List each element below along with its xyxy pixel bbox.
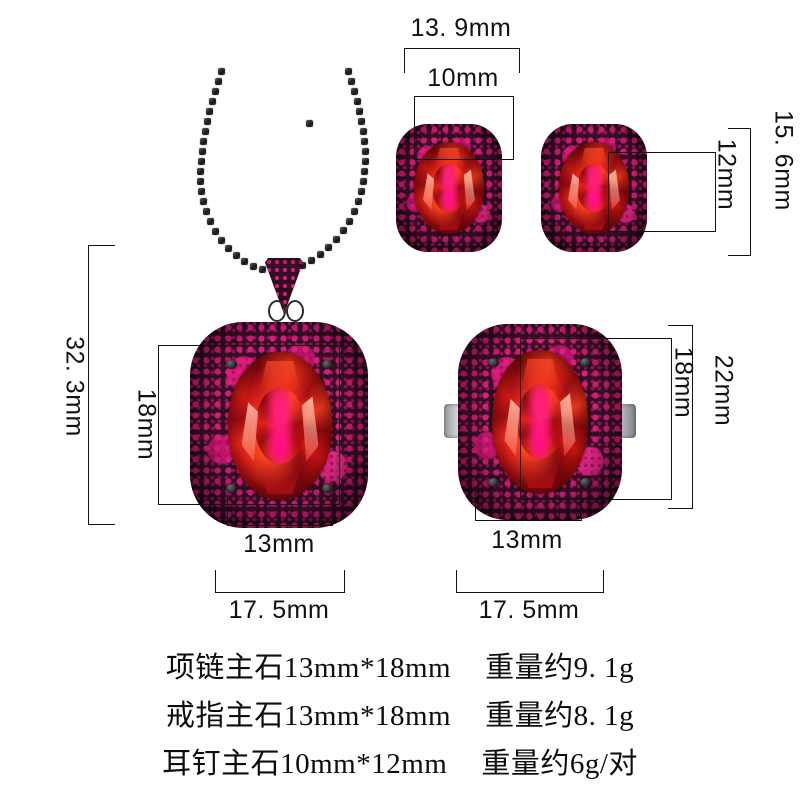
ring-prong-bottom-left: [488, 478, 499, 487]
ring-center-gem: [492, 350, 588, 494]
ring-outer-height-label: 22mm: [709, 354, 738, 427]
necklace-stone-width-label: 13mm: [243, 530, 315, 558]
necklace-outer-height-bracket: [88, 245, 115, 525]
spec-row-ring: 戒指主石13mm*18mm 重量约8. 1g: [0, 692, 800, 734]
spec-row-necklace: 项链主石13mm*18mm 重量约9. 1g: [0, 644, 800, 686]
ring-stone-width-bracket: [475, 492, 582, 521]
earring-outer-width-bracket: [404, 48, 520, 73]
pendant-prong-top-left: [226, 360, 237, 369]
ring-prong-top-right: [580, 358, 591, 367]
pendant-bail-ring-left: [268, 300, 286, 322]
spec-row-earrings: 耳钉主石10mm*12mm 重量约6g/对: [0, 740, 800, 782]
ring-outer-height-bracket: [668, 325, 693, 509]
earring-outer-width-label: 13. 9mm: [410, 14, 512, 42]
necklace-stone-width-bracket: [227, 497, 333, 526]
ring-illustration: [430, 320, 650, 530]
ring-stone-width-label: 13mm: [491, 526, 563, 554]
earring-stone-width-box: [414, 96, 514, 160]
ring-outer-width-label: 17. 5mm: [478, 596, 580, 624]
necklace-illustration: [0, 0, 420, 560]
earring-stone-height-box: [608, 152, 716, 232]
spec-ring-stone: 戒指主石13mm*18mm: [165, 700, 452, 732]
pendant-prong-bottom-right: [322, 484, 333, 493]
necklace-outer-height-label: 32. 3mm: [60, 336, 89, 437]
earring-right-center-gem: [559, 142, 629, 234]
earring-right-illustration: [535, 118, 665, 263]
pendant-bail-ring-right: [286, 300, 304, 322]
ring-outer-width-bracket: [456, 570, 604, 593]
necklace-outer-width-bracket: [215, 570, 345, 593]
earring-stone-width-label: 10mm: [427, 64, 499, 92]
ring-stone-height-box: [520, 338, 672, 500]
earring-outer-height-label: 15. 6mm: [769, 110, 798, 211]
spec-earring-stone: 耳钉主石10mm*12mm: [162, 748, 448, 780]
pendant-prong-bottom-left: [226, 484, 237, 493]
spec-earring-weight: 重量约6g/对: [481, 748, 638, 780]
pendant-prong-top-right: [322, 360, 333, 369]
spec-necklace-weight: 重量约9. 1g: [485, 652, 635, 684]
spec-ring-weight: 重量约8. 1g: [485, 700, 635, 732]
necklace-stone-height-box: [158, 345, 340, 505]
ring-prong-bottom-right: [580, 478, 591, 487]
necklace-stone-height-label: 18mm: [132, 388, 161, 461]
earring-left-center-gem: [414, 142, 484, 234]
spec-necklace-stone: 项链主石13mm*18mm: [165, 652, 452, 684]
necklace-outer-width-label: 17. 5mm: [228, 596, 330, 624]
ring-prong-top-left: [488, 358, 499, 367]
earring-outer-height-bracket: [728, 128, 751, 256]
pendant-center-gem: [228, 352, 332, 500]
earring-left-illustration: [390, 118, 520, 263]
